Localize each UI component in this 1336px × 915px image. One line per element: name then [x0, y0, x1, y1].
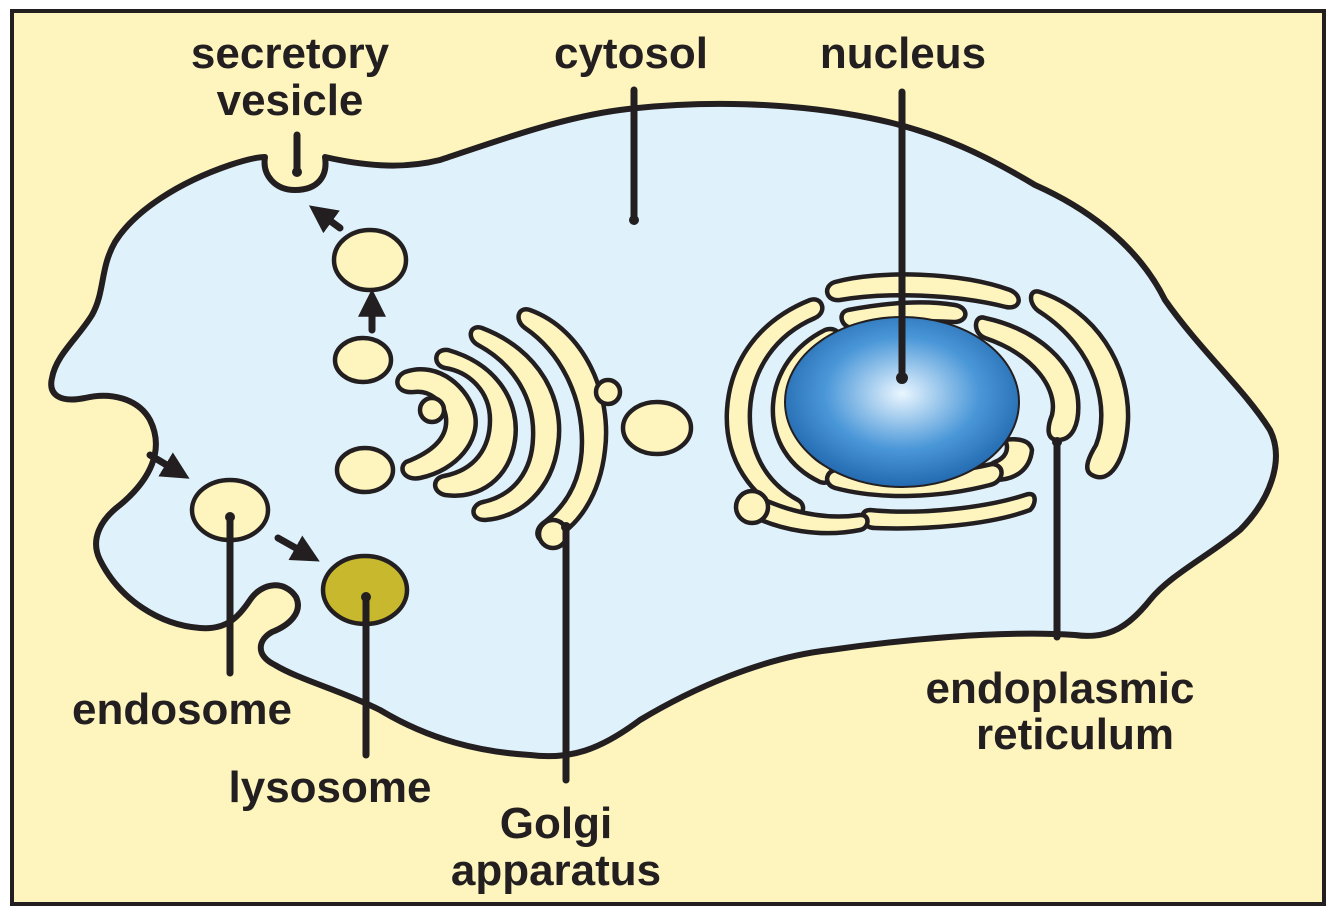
golgi-cisterna-1: [395, 367, 478, 481]
vesicle-middle: [332, 335, 394, 385]
arrow-to-secretory: [308, 205, 344, 234]
golgi-bud-2: [593, 377, 623, 407]
er-arc-bottom-outer: [860, 491, 1037, 531]
golgi-apparatus: [395, 307, 623, 551]
vesicle-upper: [331, 227, 409, 293]
er-arc-left-outer: [724, 297, 825, 519]
golgi-cisterna-3: [468, 325, 562, 523]
leader-lines: [225, 86, 1062, 784]
er-bud: [733, 488, 771, 526]
label-golgi-line1: Golgi: [500, 799, 612, 848]
label-lysosome: lysosome: [229, 763, 432, 812]
golgi-cisterna-2: [432, 347, 518, 498]
er-arc-top: [824, 272, 1021, 310]
arrow-to-lysosome: [274, 534, 320, 562]
label-er-line1: endoplasmic: [926, 664, 1195, 713]
endoplasmic-reticulum: [724, 272, 1131, 536]
dot-secretory: [292, 167, 302, 177]
dot-cytosol: [629, 215, 639, 225]
er-arc-right-a: [973, 315, 1081, 443]
arrow-to-endosome: [146, 451, 190, 479]
label-secretory-line2: vesicle: [217, 76, 364, 125]
transport-arrows: [146, 205, 386, 562]
label-nucleus: nucleus: [820, 29, 986, 78]
dot-golgi: [561, 522, 571, 532]
golgi-bud-1: [417, 395, 447, 425]
vesicle-lower: [334, 445, 396, 495]
label-secretory-line1: secretory: [191, 29, 390, 78]
label-er-line2: reticulum: [976, 710, 1174, 759]
dot-lysosome: [361, 592, 371, 602]
labels: secretory vesicle cytosol nucleus endoso…: [72, 29, 1195, 895]
dot-er: [1052, 437, 1062, 447]
vesicles: [189, 227, 694, 627]
label-cytosol: cytosol: [554, 29, 708, 78]
dot-nucleus: [896, 372, 908, 384]
dot-endosome: [225, 512, 235, 522]
label-golgi-line2: apparatus: [451, 846, 661, 895]
er-arc-right-b: [1028, 289, 1131, 480]
vesicle-transport: [620, 399, 694, 457]
label-endosome: endosome: [72, 685, 292, 734]
